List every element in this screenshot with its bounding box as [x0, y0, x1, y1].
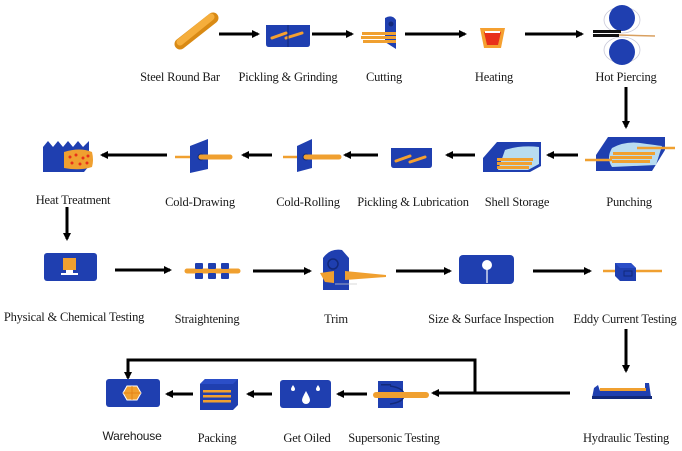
heat-treatment-furnace-icon [43, 141, 93, 172]
label-heat-treatment: Heat Treatment [35, 193, 111, 207]
die-plate-icon [283, 139, 342, 172]
label-size-surface-inspection: Size & Surface Inspection [428, 312, 554, 326]
label-physical-chemical-testing: Physical & Chemical Testing [3, 310, 145, 324]
label-straightening: Straightening [174, 312, 240, 326]
label-steel-round-bar: Steel Round Bar [140, 70, 220, 84]
label-trim: Trim [324, 312, 348, 326]
pickling-tank-icon [391, 148, 432, 168]
label-get-oiled: Get Oiled [283, 431, 331, 445]
label-hot-piercing: Hot Piercing [595, 70, 657, 84]
cutting-saw-icon [361, 16, 396, 49]
straightening-rollers-icon [184, 263, 241, 279]
label-packing: Packing [197, 431, 237, 445]
furnace-icon [480, 28, 505, 48]
label-warehouse: Warehouse [102, 429, 162, 443]
label-heating: Heating [474, 70, 514, 84]
inspection-probe-icon [459, 255, 514, 284]
label-supersonic-testing: Supersonic Testing [348, 431, 440, 445]
label-cutting: Cutting [365, 70, 403, 84]
label-cold-drawing: Cold-Drawing [165, 195, 235, 209]
trim-machine-icon [320, 249, 386, 290]
label-cold-rolling: Cold-Rolling [276, 195, 340, 209]
steel-bar-icon [174, 12, 219, 50]
eddy-current-box-icon [603, 263, 662, 281]
warehouse-bundle-icon [106, 379, 160, 407]
die-plate-icon [175, 139, 233, 173]
label-eddy-current-testing: Eddy Current Testing [573, 312, 677, 326]
punching-press-icon [585, 137, 675, 171]
shell-storage-icon [483, 142, 541, 172]
label-shell-storage: Shell Storage [484, 195, 550, 209]
label-hydraulic-testing: Hydraulic Testing [582, 431, 670, 445]
piercing-rolls-icon [593, 5, 656, 65]
label-punching: Punching [606, 195, 652, 209]
bypass-line-to-warehouse [124, 358, 477, 393]
pickling-tank-icon [266, 25, 310, 47]
oil-drops-icon [280, 380, 331, 408]
label-pickling-lubrication: Pickling & Lubrication [357, 195, 469, 209]
packing-bundle-icon [200, 379, 238, 410]
ultrasonic-probe-icon [373, 381, 429, 408]
hydraulic-bench-icon [592, 383, 652, 399]
arrows [63, 30, 630, 398]
label-pickling-grinding: Pickling & Grinding [238, 70, 338, 84]
monitor-icon [44, 253, 97, 281]
